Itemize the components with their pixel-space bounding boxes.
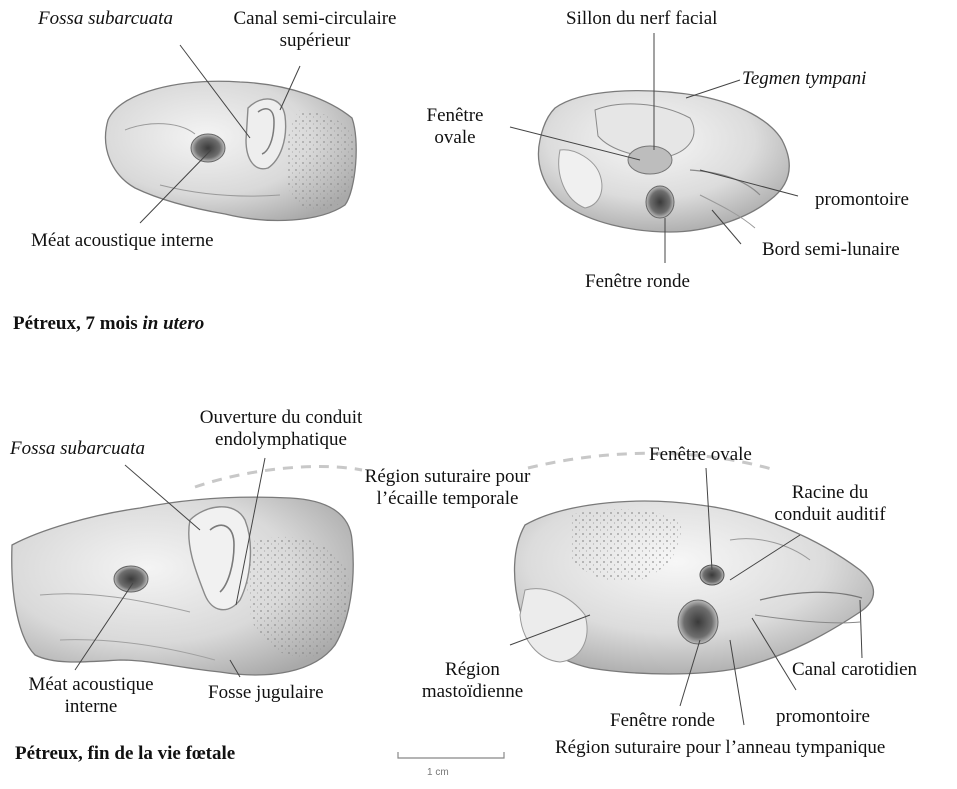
label-fig2-suturaire-line2: l’écaille temporale bbox=[377, 488, 519, 509]
suture-arc-left bbox=[195, 467, 362, 487]
label-fig2-ouverture: Ouverture du conduit endolymphatique bbox=[186, 407, 376, 451]
label-fig1-promontoire: promontoire bbox=[815, 189, 909, 211]
label-fig2-fenetre-ovale: Fenêtre ovale bbox=[649, 444, 752, 466]
caption-fig2: Pétreux, fin de la vie fœtale bbox=[15, 743, 235, 765]
label-fig1-canal-line1: Canal semi-circulaire bbox=[233, 8, 396, 29]
label-fig1-sillon: Sillon du nerf facial bbox=[566, 8, 717, 30]
label-fig1-fenetre-ovale-line2: ovale bbox=[434, 127, 475, 148]
label-fig2-mast-line2: mastoïdienne bbox=[422, 681, 523, 702]
label-fig2-ouverture-line2: endolymphatique bbox=[215, 429, 347, 450]
label-fig2-fossa-subarcuata: Fossa subarcuata bbox=[10, 438, 145, 460]
label-fig2-suturaire-line1: Région suturaire pour bbox=[365, 466, 531, 487]
label-fig2-region-suturaire-ecaille: Région suturaire pour l’écaille temporal… bbox=[340, 466, 555, 510]
label-fig2-ouverture-line1: Ouverture du conduit bbox=[200, 407, 363, 428]
bone-fig2-right bbox=[515, 501, 874, 674]
label-fig2-meatus: Méat acoustique interne bbox=[6, 674, 176, 718]
label-fig1-fossa-subarcuata: Fossa subarcuata bbox=[38, 8, 173, 30]
label-fig1-meatus: Méat acoustique interne bbox=[31, 230, 214, 252]
caption-fig1: Pétreux, 7 mois in utero bbox=[13, 313, 204, 335]
label-fig1-fenetre-ovale-line1: Fenêtre bbox=[427, 105, 484, 126]
label-fig2-meatus-line2: interne bbox=[65, 696, 118, 717]
label-fig2-fosse-jugulaire: Fosse jugulaire bbox=[208, 682, 324, 704]
label-fig2-racine-line1: Racine du bbox=[792, 482, 869, 503]
bone-fig1-right bbox=[538, 91, 789, 232]
caption-fig1-main: Pétreux, 7 mois bbox=[13, 313, 142, 334]
label-fig2-fenetre-ronde: Fenêtre ronde bbox=[610, 710, 715, 732]
label-fig2-meatus-line1: Méat acoustique bbox=[28, 674, 153, 695]
label-fig1-canal-line2: supérieur bbox=[280, 30, 351, 51]
label-fig1-fenetre-ovale: Fenêtre ovale bbox=[415, 105, 495, 149]
bone-fig1-left bbox=[106, 81, 357, 220]
label-fig1-bord-semi-lunaire: Bord semi-lunaire bbox=[762, 239, 900, 261]
label-fig2-mast-line1: Région bbox=[445, 659, 500, 680]
label-fig2-region-mastoidienne: Région mastoïdienne bbox=[405, 659, 540, 703]
bone-fig2-left bbox=[12, 497, 353, 675]
scale-bar-label: 1 cm bbox=[427, 762, 449, 784]
label-fig2-promontoire: promontoire bbox=[776, 706, 870, 728]
label-fig2-canal-carotidien: Canal carotidien bbox=[792, 659, 917, 681]
label-fig1-fenetre-ronde: Fenêtre ronde bbox=[585, 271, 690, 293]
label-fig2-anneau-tympanique: Région suturaire pour l’anneau tympaniqu… bbox=[555, 737, 885, 759]
label-fig1-tegmen: Tegmen tympani bbox=[742, 68, 866, 90]
label-fig2-racine-line2: conduit auditif bbox=[774, 504, 885, 525]
caption-fig1-italic: in utero bbox=[142, 313, 204, 334]
label-fig1-canal-semicirculaire: Canal semi-circulaire supérieur bbox=[230, 8, 400, 52]
scale-bar bbox=[398, 752, 504, 758]
label-fig2-racine: Racine du conduit auditif bbox=[750, 482, 910, 526]
